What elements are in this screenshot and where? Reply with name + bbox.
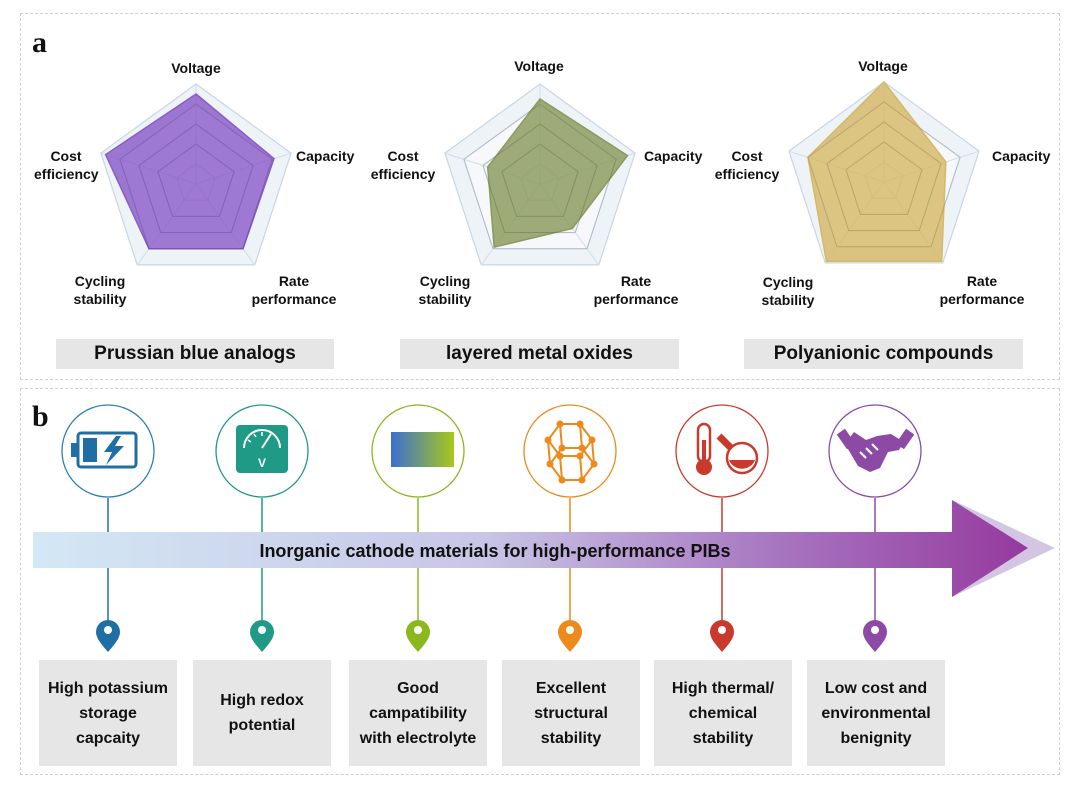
location-pin-icon xyxy=(96,620,120,652)
feature-text: High redox xyxy=(220,692,304,709)
axis-label-capacity: Capacity xyxy=(296,148,355,164)
battery-lightning-icon xyxy=(61,404,155,498)
panel-a xyxy=(20,13,1060,380)
feature-text: Low cost and xyxy=(824,679,928,697)
caption-polyanionic: Polyanionic compounds xyxy=(744,339,1023,369)
feature-text: High potassium xyxy=(47,679,168,697)
axis-label-capacity: Capacity xyxy=(992,148,1051,164)
radar-data-area xyxy=(104,93,275,250)
feature-text: campatibility xyxy=(369,704,467,722)
feature-text: Excellent xyxy=(535,679,607,697)
feature-text: potential xyxy=(228,717,296,734)
radar-chart-prussian-blue xyxy=(100,83,292,266)
radar-data-area xyxy=(486,97,629,249)
svg-text:V: V xyxy=(258,456,266,470)
feature-box-redox: High redox potential xyxy=(193,660,331,766)
feature-text: stability xyxy=(540,729,602,747)
radar-chart-layered-oxides xyxy=(444,83,636,266)
banner-arrow xyxy=(33,500,1055,597)
feature-text: capcaity xyxy=(75,729,141,747)
radar-inner-ring xyxy=(826,121,942,232)
radar-inner-ring xyxy=(138,123,254,234)
crystal-structure-icon xyxy=(523,404,617,498)
axis-label-voltage: Voltage xyxy=(171,60,221,76)
axis-label-voltage: Voltage xyxy=(858,58,908,74)
feature-box-thermal: High thermal/ chemical stability xyxy=(654,660,792,766)
radar-inner-ring xyxy=(119,103,273,250)
caption-prussian-blue: Prussian blue analogs xyxy=(56,339,334,369)
feature-text: chemical xyxy=(688,704,758,722)
feature-box-capacity: High potassium storage capcaity xyxy=(39,660,177,766)
feature-box-structural: Excellent structural stability xyxy=(502,660,640,766)
location-pin-icon xyxy=(863,620,887,652)
panel-b-letter: b xyxy=(32,400,49,433)
panel-b xyxy=(20,388,1060,775)
feature-text: benignity xyxy=(840,729,912,747)
radar-inner-ring xyxy=(463,103,617,250)
caption-layered-oxides: layered metal oxides xyxy=(400,339,679,369)
radar-inner-ring xyxy=(501,143,579,217)
gradient-bar-icon xyxy=(371,404,465,498)
handshake-icon xyxy=(828,404,922,498)
thermometer-flask-icon xyxy=(675,404,769,498)
axis-label-voltage: Voltage xyxy=(514,58,564,74)
feature-text: structural xyxy=(534,704,608,722)
voltmeter-icon: V xyxy=(215,404,309,498)
feature-box-compatibility: Good campatibility with electrolyte xyxy=(349,660,487,766)
feature-box-cost: Low cost and environmental benignity xyxy=(807,660,945,766)
panel-a-letter: a xyxy=(32,26,47,59)
feature-text: stability xyxy=(692,729,754,747)
radar-inner-ring xyxy=(157,143,235,217)
location-pin-icon xyxy=(250,620,274,652)
location-pin-icon xyxy=(406,620,430,652)
feature-text: storage xyxy=(79,704,137,722)
banner-title: Inorganic cathode materials for high-per… xyxy=(259,541,731,561)
feature-text: with electrolyte xyxy=(359,729,477,747)
location-pin-icon xyxy=(558,620,582,652)
radar-inner-ring xyxy=(482,123,598,234)
feature-text: Good xyxy=(397,679,439,697)
feature-text: environmental xyxy=(821,704,931,722)
location-pin-icon xyxy=(710,620,734,652)
feature-text: High thermal/ xyxy=(671,679,775,697)
radar-inner-ring xyxy=(845,141,923,215)
radar-data-area xyxy=(807,80,947,263)
axis-label-capacity: Capacity xyxy=(644,148,703,164)
radar-inner-ring xyxy=(807,101,961,248)
radar-chart-polyanionic xyxy=(788,80,980,264)
